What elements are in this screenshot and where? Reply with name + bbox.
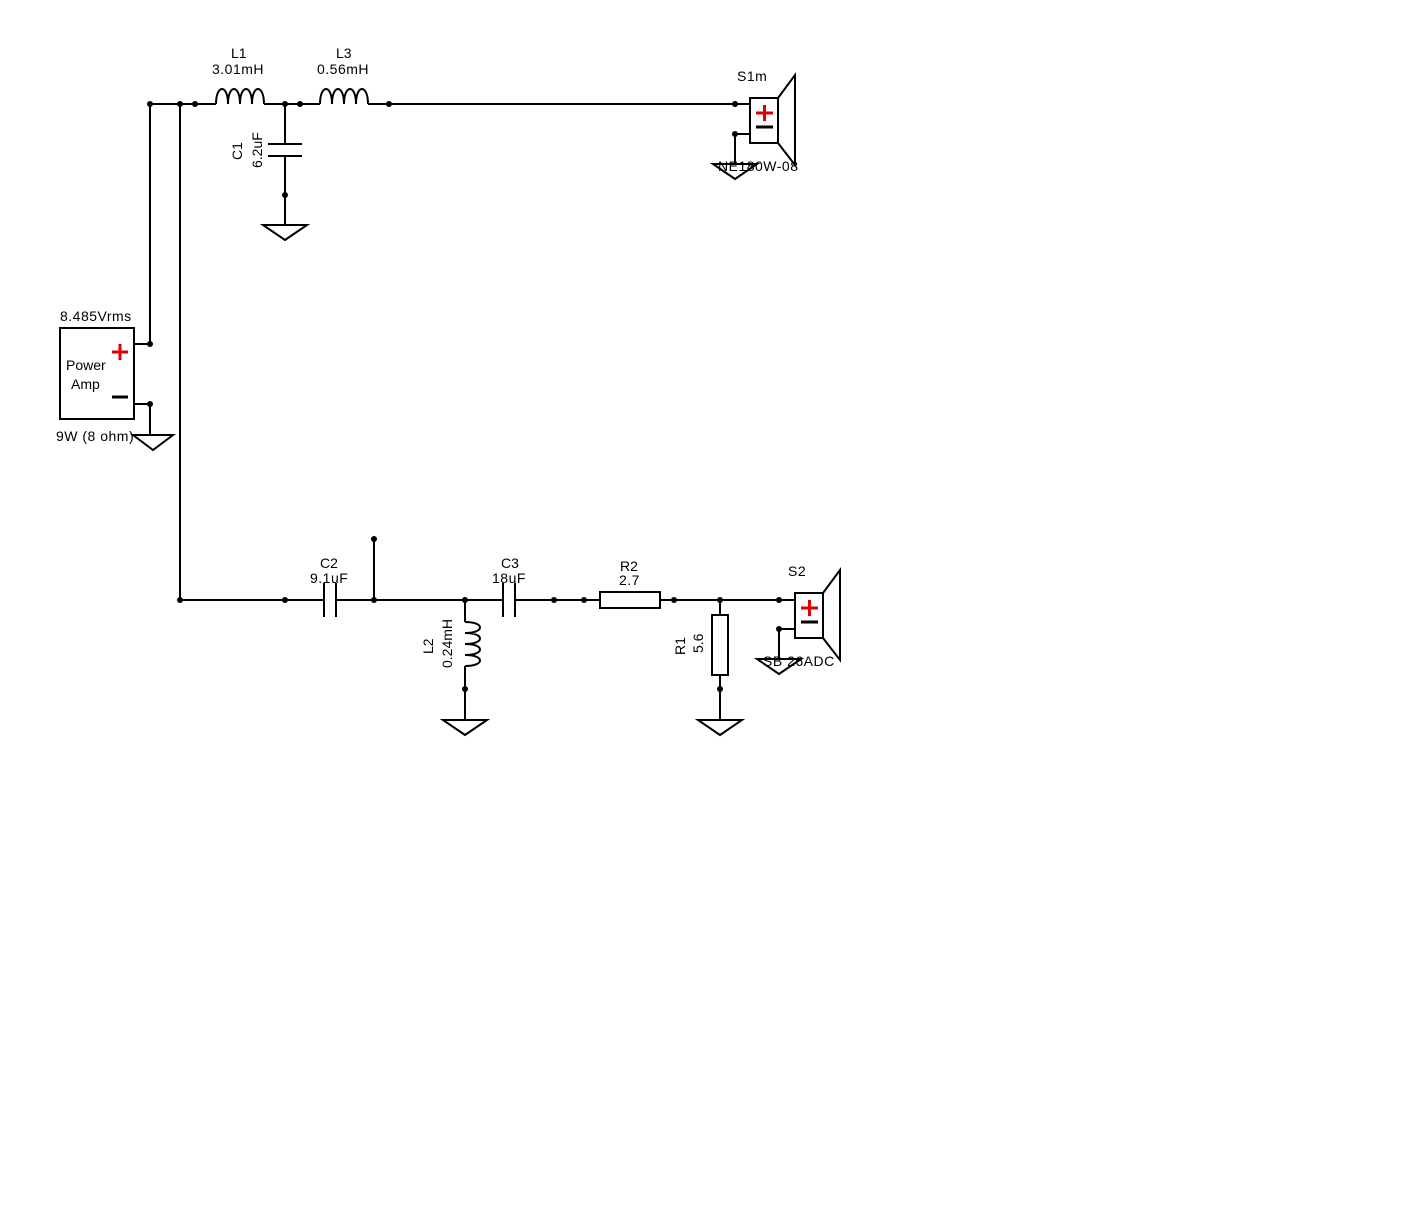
s1-ground-icon <box>709 163 761 181</box>
c2-name: C2 <box>320 555 338 571</box>
l3-name: L3 <box>336 45 352 61</box>
amp-label-line1: Power <box>66 357 106 373</box>
l3-value: 0.56mH <box>317 61 369 77</box>
junction <box>147 341 153 347</box>
speaker-s2[interactable]: S2 <box>788 563 841 663</box>
s1-plus-icon <box>756 105 773 121</box>
speaker-s1[interactable]: S1m <box>737 68 796 168</box>
amp-plus-icon <box>112 344 128 360</box>
l2-ground-icon <box>439 719 491 737</box>
capacitor-c3[interactable]: C3 18uF <box>492 555 526 617</box>
junction <box>282 192 288 198</box>
junction <box>776 626 782 632</box>
s2-plus-icon <box>801 600 818 616</box>
resistor-r1[interactable]: R1 5.6 <box>672 614 729 676</box>
l1-name: L1 <box>231 45 247 61</box>
c1-value: 6.2uF <box>249 132 265 168</box>
resistor-r2[interactable]: R2 2.7 <box>599 558 661 609</box>
s2-name: S2 <box>788 563 806 579</box>
c1-ground-icon <box>259 224 311 242</box>
r1-ground-icon <box>694 719 746 737</box>
r2-value: 2.7 <box>619 572 640 588</box>
s2-model: SB 26ADC <box>763 653 835 669</box>
r1-value: 5.6 <box>690 633 706 653</box>
l2-name: L2 <box>420 638 436 654</box>
junction <box>386 101 392 107</box>
junction <box>371 597 377 603</box>
junction <box>192 101 198 107</box>
power-amp[interactable]: Power Amp 8.485Vrms 9W (8 ohm) <box>56 308 135 444</box>
junction <box>177 101 183 107</box>
junction <box>776 597 782 603</box>
s1-model: NE180W-08 <box>718 158 799 174</box>
junction <box>581 597 587 603</box>
inductor-l3[interactable]: L3 0.56mH <box>317 45 369 105</box>
junction <box>462 686 468 692</box>
amp-ground-icon <box>130 434 176 452</box>
inductor-l1[interactable]: L1 3.01mH <box>212 45 265 105</box>
l1-value: 3.01mH <box>212 61 264 77</box>
capacitor-c1[interactable]: C1 6.2uF <box>229 132 302 168</box>
c3-name: C3 <box>501 555 519 571</box>
junction <box>371 536 377 542</box>
s1-name: S1m <box>737 68 767 84</box>
capacitor-c2[interactable]: C2 9.1uF <box>310 555 348 617</box>
junction <box>717 686 723 692</box>
junction <box>177 597 183 603</box>
junction <box>282 597 288 603</box>
junction <box>551 597 557 603</box>
junction <box>732 131 738 137</box>
junction <box>671 597 677 603</box>
r1-name: R1 <box>672 637 688 655</box>
junction <box>147 101 153 107</box>
junction <box>297 101 303 107</box>
amp-label-line2: Amp <box>71 376 100 392</box>
c1-name: C1 <box>229 142 245 160</box>
junction <box>147 401 153 407</box>
c3-value: 18uF <box>492 570 526 586</box>
r2-name: R2 <box>620 558 638 574</box>
s2-ground-icon <box>753 658 805 676</box>
junction <box>732 101 738 107</box>
c2-value: 9.1uF <box>310 570 348 586</box>
amp-power: 9W (8 ohm) <box>56 428 134 444</box>
inductor-l2[interactable]: L2 0.24mH <box>420 619 481 668</box>
l2-value: 0.24mH <box>439 619 455 668</box>
amp-voltage: 8.485Vrms <box>60 308 132 324</box>
